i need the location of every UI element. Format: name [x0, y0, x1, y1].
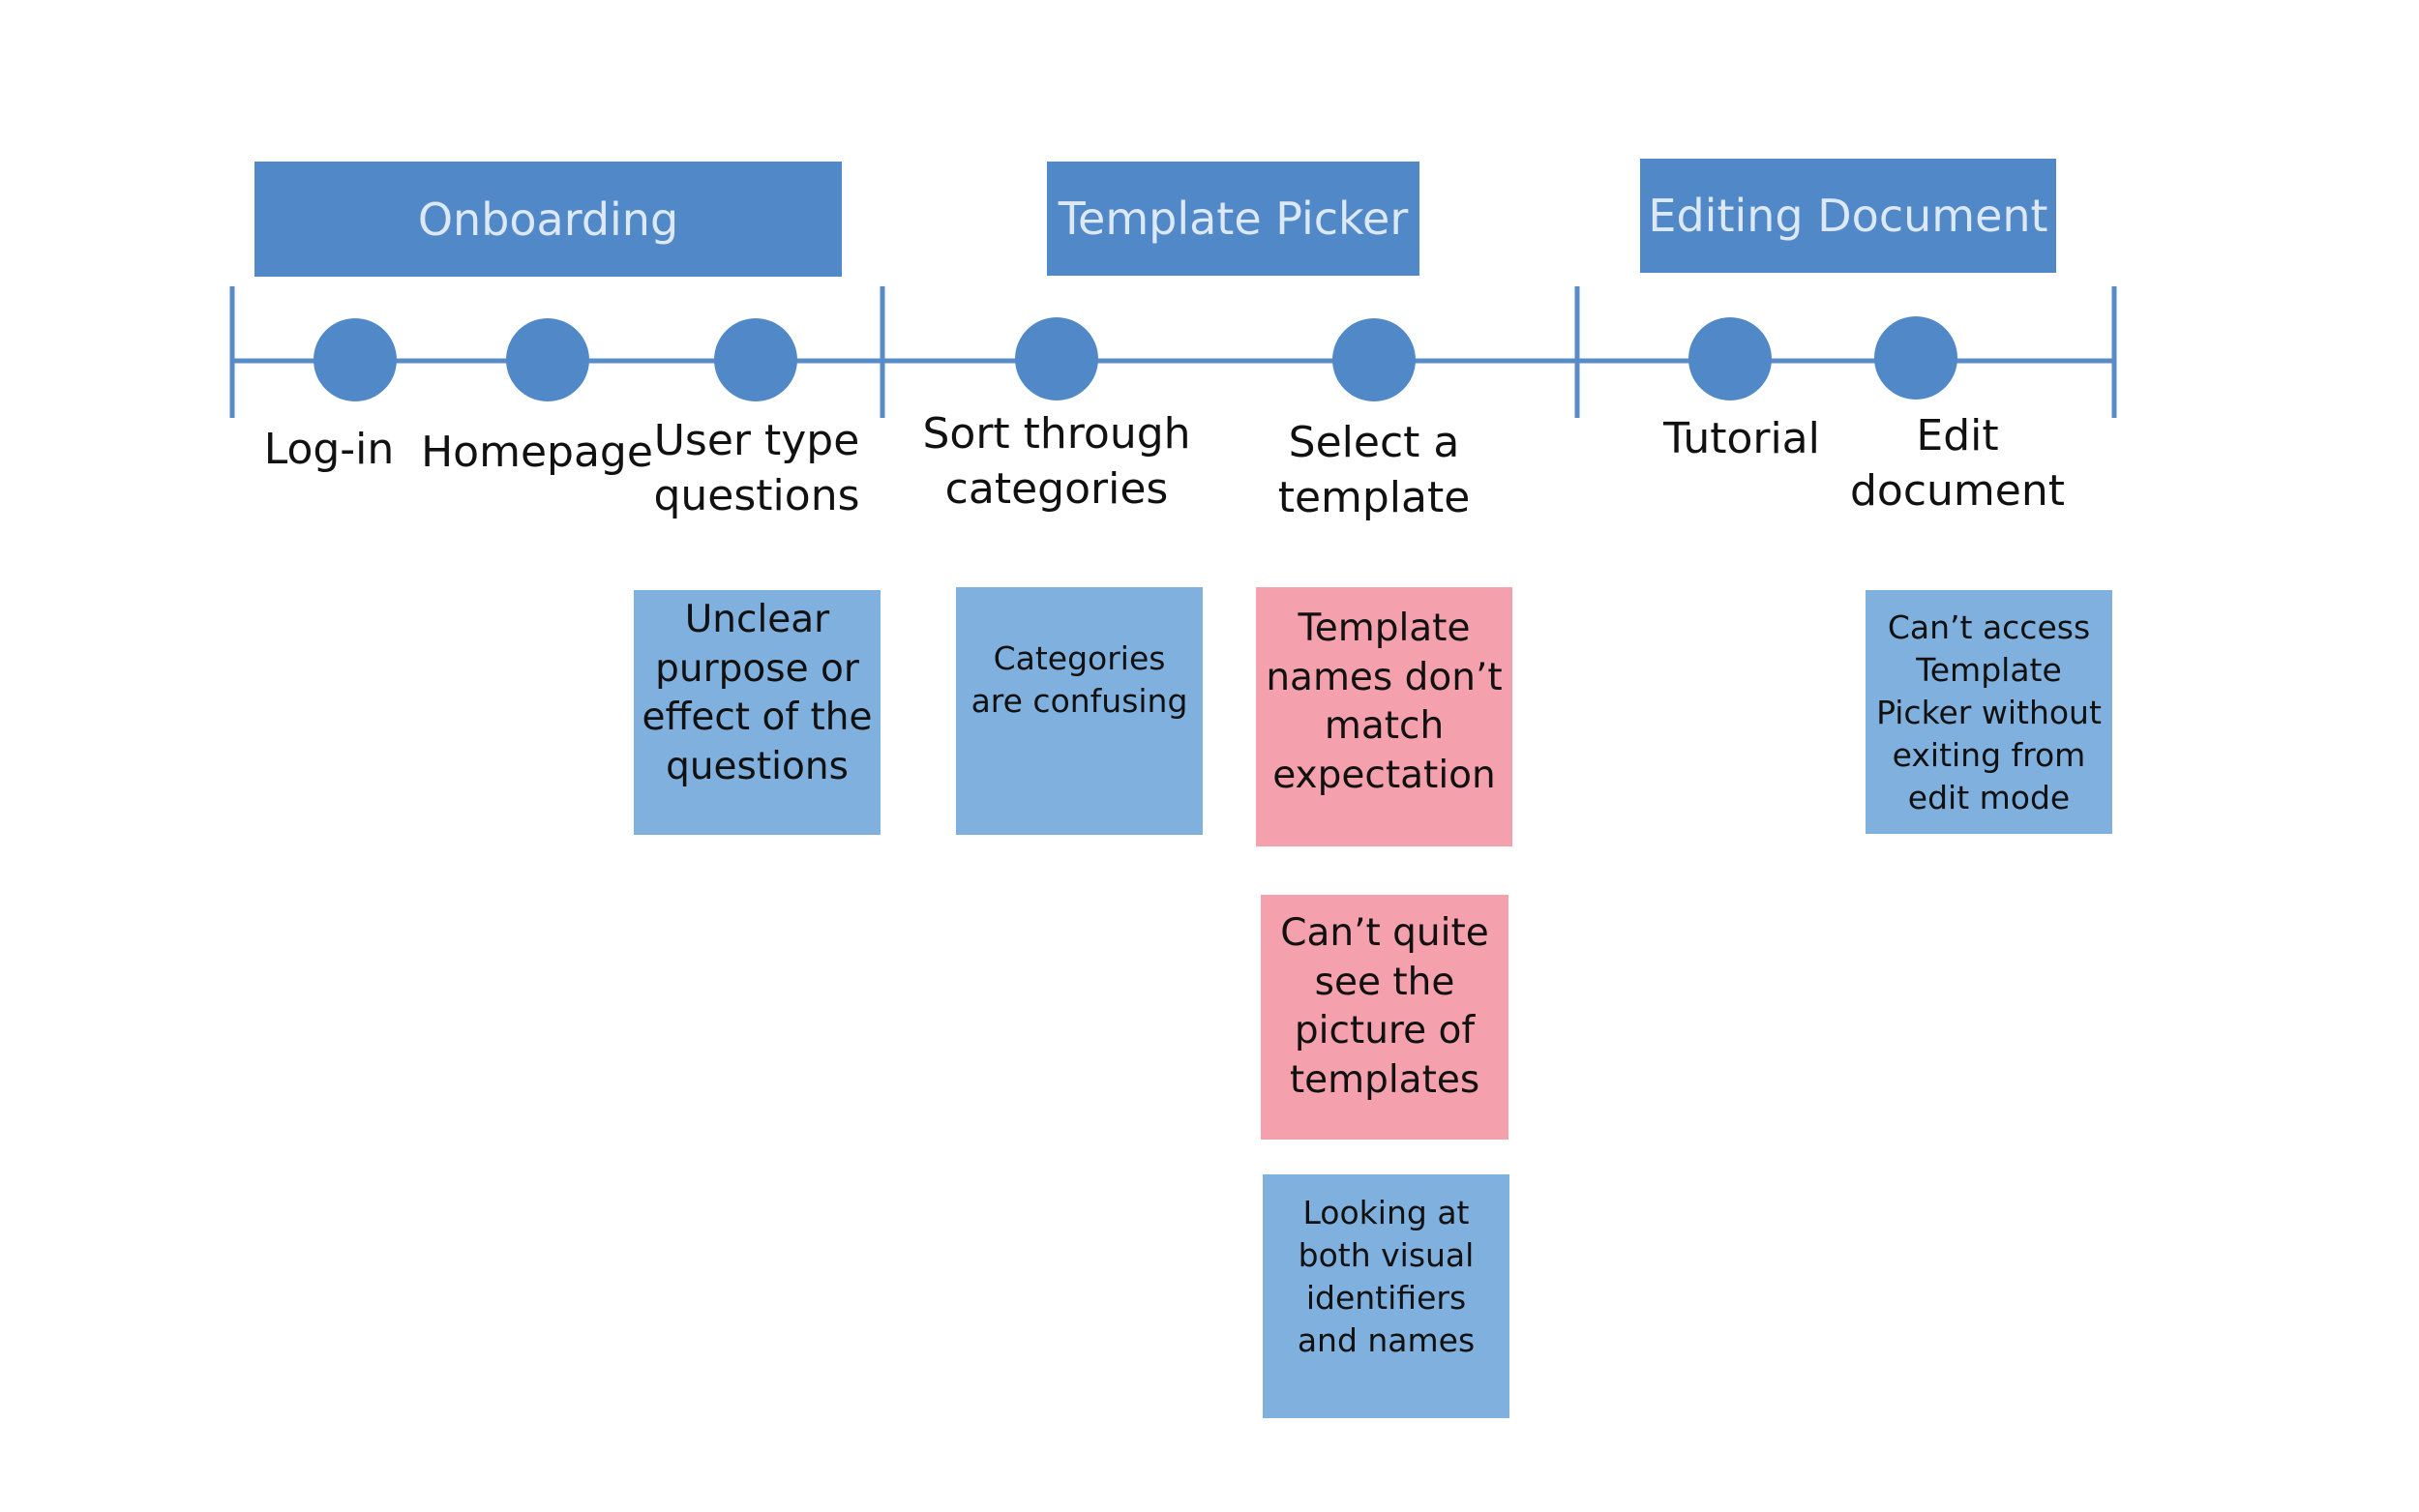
note-categories-confusing: Categories are confusing	[956, 587, 1203, 835]
node-sort-through-categories	[1015, 317, 1098, 400]
note-cant-see-picture: Can’t quite see the picture of templates	[1261, 895, 1508, 1140]
step-homepage-label: Homepage	[421, 428, 653, 477]
note-template-names-text: Template names don’t match expectation	[1266, 607, 1503, 798]
note-cant-access-picker-text: Can’t access Template Picker without exi…	[1876, 608, 2102, 816]
note-categories-confusing-text: Categories are confusing	[971, 639, 1188, 720]
phase-editing-document-label: Editing Document	[1648, 190, 2048, 242]
step-tutorial-label: Tutorial	[1663, 414, 1820, 463]
node-log-in	[314, 318, 397, 401]
phase-template-picker-label: Template Picker	[1058, 193, 1409, 245]
note-unclear-purpose: Unclear purpose or effect of the questio…	[634, 590, 881, 835]
note-cant-access-picker: Can’t access Template Picker without exi…	[1866, 590, 2112, 834]
note-visual-identifiers-text: Looking at both visual identifiers and n…	[1297, 1194, 1476, 1359]
step-sort-through-categories-label: Sort through categories	[922, 409, 1191, 515]
note-unclear-purpose-text: Unclear purpose or effect of the questio…	[642, 598, 873, 789]
node-homepage	[506, 318, 589, 401]
note-visual-identifiers: Looking at both visual identifiers and n…	[1263, 1174, 1509, 1418]
node-tutorial	[1688, 317, 1772, 400]
node-user-type-questions	[714, 318, 797, 401]
step-edit-document-label: Edit document	[1850, 411, 2065, 517]
step-select-a-template-label: Select a template	[1277, 418, 1471, 523]
step-log-in-label: Log-in	[263, 425, 395, 474]
phase-onboarding-label: Onboarding	[417, 193, 679, 246]
phase-editing-document: Editing Document	[1640, 159, 2056, 273]
note-cant-see-picture-text: Can’t quite see the picture of templates	[1280, 911, 1489, 1103]
phase-onboarding: Onboarding	[254, 162, 842, 277]
step-user-type-questions-label: User type questions	[653, 416, 860, 521]
node-edit-document	[1874, 316, 1957, 400]
phase-template-picker: Template Picker	[1047, 162, 1419, 276]
note-template-names: Template names don’t match expectation	[1256, 587, 1512, 846]
node-select-a-template	[1332, 318, 1416, 401]
